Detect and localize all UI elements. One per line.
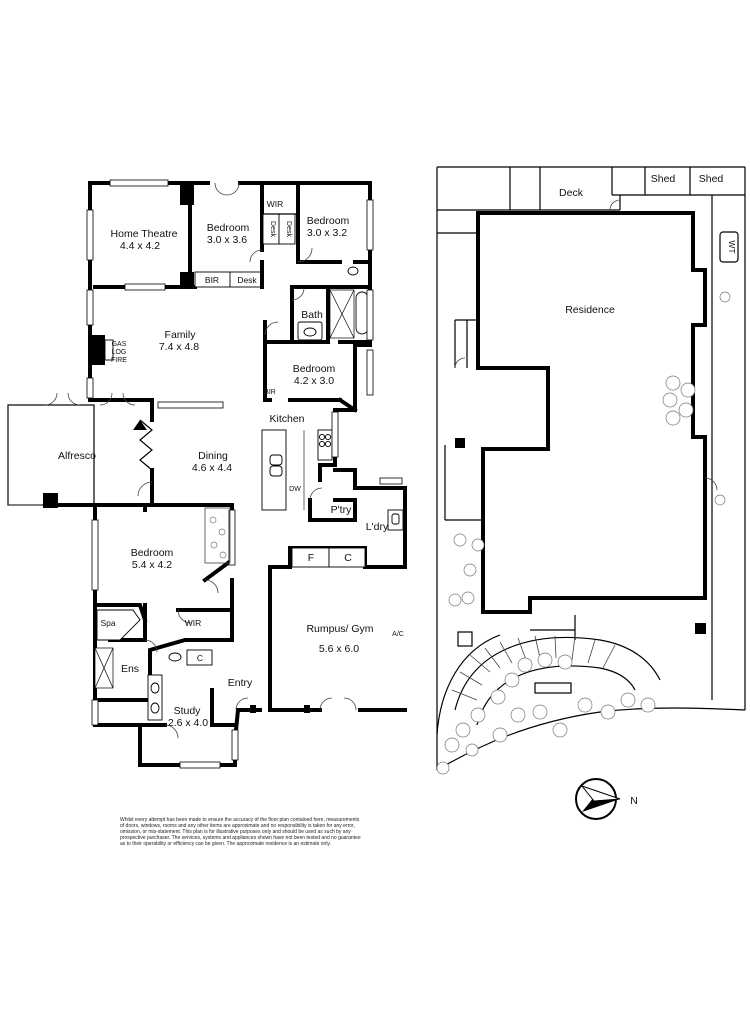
column — [43, 493, 58, 508]
label-bath: Bath — [301, 309, 323, 321]
room-name-rumpus: Rumpus/ Gym — [306, 623, 373, 635]
label-alfresco: Alfresco — [58, 450, 96, 462]
room-name-home-theatre: Home Theatre — [111, 228, 178, 240]
label-wir: WIR — [185, 618, 202, 628]
room-name-bedroom-4: Bedroom — [131, 547, 174, 559]
disclaimer-line-3: omission, or mis-statement. This plan is… — [120, 829, 351, 835]
label-spa: Spa — [100, 618, 115, 628]
room-name-bedroom-1: Bedroom — [207, 222, 250, 234]
label-bir: BIR — [205, 275, 219, 285]
water-tank — [719, 231, 739, 263]
room-name-bedroom-2: Bedroom — [307, 215, 350, 227]
label-log: LOG — [112, 349, 127, 356]
column — [180, 185, 194, 205]
room-dims-rumpus: 5.6 x 6.0 — [319, 643, 359, 655]
label-laundry: L'dry — [366, 521, 389, 533]
room-name-dining: Dining — [198, 450, 228, 462]
column — [180, 272, 194, 287]
label-bir: BIR — [264, 389, 276, 396]
disclaimer-line-1: Whilst every attempt has been made to en… — [120, 817, 360, 823]
wall-outline-north — [88, 181, 210, 402]
disclaimer-line-2: of doors, windows, rooms and any other i… — [120, 823, 355, 829]
label-cupboard: C — [344, 552, 352, 564]
label-desk: Desk — [237, 275, 257, 285]
label-ensuite: Ens — [121, 663, 139, 675]
room-name-bedroom-3: Bedroom — [293, 363, 336, 375]
site-label-water-tank: WT — [727, 240, 737, 253]
disclaimer-line-4: prospective purchaser. The services, sys… — [120, 835, 361, 841]
cupboard — [328, 547, 366, 568]
residence-footprint — [476, 211, 707, 614]
room-dims-bedroom-1: 3.0 x 3.6 — [207, 234, 247, 246]
sink — [269, 454, 283, 466]
label-wir: WIR — [267, 199, 284, 209]
disclaimer: Whilst every attempt has been made to en… — [120, 817, 361, 847]
site-plan: Deck Shed Shed WT Residence — [436, 166, 746, 820]
label-aircon: A/C — [392, 631, 404, 638]
label-fridge: F — [308, 552, 314, 564]
site-label-deck: Deck — [559, 187, 584, 199]
room-name-study: Study — [174, 705, 202, 717]
site-label-shed-2: Shed — [699, 173, 724, 185]
label-cupboard: C — [197, 653, 203, 663]
bathtub — [355, 291, 369, 335]
label-kitchen: Kitchen — [269, 413, 304, 425]
spa-tub — [96, 609, 141, 641]
room-dims-family: 7.4 x 4.8 — [159, 341, 199, 353]
room-dims-home-theatre: 4.4 x 4.2 — [120, 240, 160, 252]
room-dims-dining: 4.6 x 4.4 — [192, 462, 232, 474]
north-label: N — [630, 795, 638, 807]
room-dims-bedroom-2: 3.0 x 3.2 — [307, 227, 347, 239]
site-label-shed-1: Shed — [651, 173, 676, 185]
room-dims-study: 2.6 x 4.0 — [168, 717, 208, 729]
toilet — [347, 266, 359, 276]
garden-plants — [436, 291, 731, 775]
fireplace — [90, 335, 105, 365]
label-entry: Entry — [228, 677, 253, 689]
room-dims-bedroom-3: 4.2 x 3.0 — [294, 375, 334, 387]
label-fire: FIRE — [111, 357, 127, 364]
floor-plan: Home Theatre 4.4 x 4.2 Bedroom 3.0 x 3.6… — [7, 179, 407, 769]
label-desk: Desk — [269, 221, 276, 237]
disclaimer-line-5: as to their operability or efficiency ca… — [120, 841, 331, 847]
label-pantry: P'try — [331, 504, 352, 516]
site-label-residence: Residence — [565, 304, 615, 316]
room-dims-bedroom-4: 5.4 x 4.2 — [132, 559, 172, 571]
north-compass: N — [575, 778, 638, 820]
label-gas: GAS — [112, 341, 127, 348]
label-dishwasher: DW — [289, 486, 301, 493]
wall-outline-south — [93, 503, 142, 767]
room-name-family: Family — [165, 329, 197, 341]
label-desk: Desk — [285, 221, 292, 237]
